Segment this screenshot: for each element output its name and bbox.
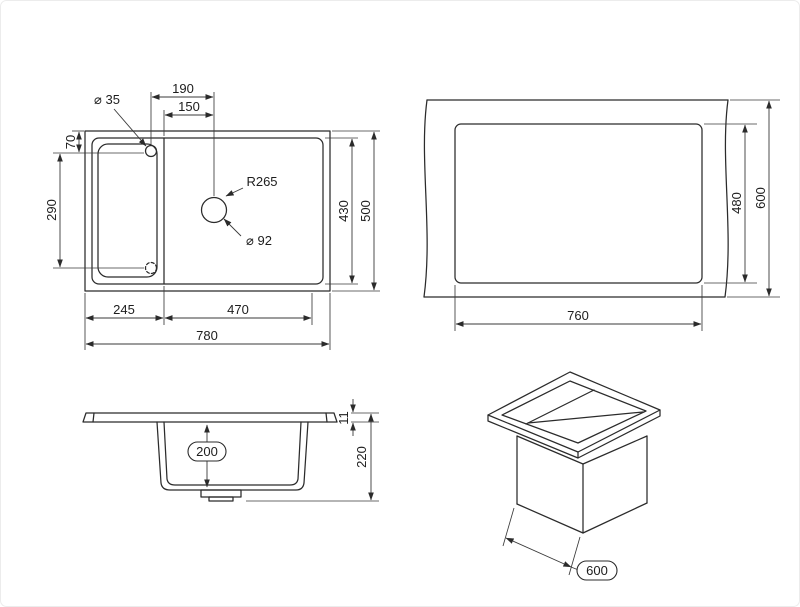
drainer-compartment	[97, 143, 158, 278]
label-backing	[339, 408, 351, 428]
plan-view: 190 150 ⌀ 35 R265 ⌀ 92 70 290 430 500 24	[44, 81, 380, 350]
rim-flange-profile	[82, 412, 338, 423]
dim-label-tap-diameter: ⌀ 35	[94, 92, 120, 107]
drain-outlet	[208, 496, 234, 502]
iso-bowl-interior-edge	[527, 411, 644, 424]
dim-label-470: 470	[227, 302, 249, 317]
rim-edge-tick	[325, 412, 328, 423]
dim-label-600-depth: 600	[753, 187, 768, 209]
dim-label-drain-diameter: ⌀ 92	[246, 233, 272, 248]
dim-label-600-width: 600	[586, 563, 608, 578]
iso-bowl-divider	[525, 389, 595, 425]
extension-line	[502, 507, 515, 547]
bowl-outer-wall	[156, 421, 309, 491]
dim-label-radius: R265	[246, 174, 277, 189]
sink-outer-edge	[84, 130, 331, 292]
dim-label-200: 200	[196, 444, 218, 459]
dim-label-430: 430	[336, 200, 351, 222]
drain-hole	[200, 196, 228, 224]
dim-label-70: 70	[63, 135, 78, 149]
dim-label-11: 11	[336, 411, 351, 425]
dimension-line-600-width	[505, 537, 572, 568]
dim-label-290: 290	[44, 199, 59, 221]
worktop-break-line-left	[423, 99, 428, 298]
dim-label-190: 190	[172, 81, 194, 96]
worktop-break-line-right	[724, 99, 729, 298]
side-view: 200 11 220	[82, 399, 379, 502]
bowl-inner-wall	[163, 421, 302, 486]
dim-label-150: 150	[178, 99, 200, 114]
dim-bubble-200	[187, 441, 227, 462]
dim-label-780: 780	[196, 328, 218, 343]
leader-line-drain	[223, 218, 242, 237]
cutout-rectangle	[454, 123, 703, 284]
leader-line-radius	[225, 187, 244, 197]
drain-fitting	[200, 489, 242, 498]
iso-rim-outer	[487, 371, 661, 453]
extension-line	[568, 536, 581, 576]
dim-label-500: 500	[358, 200, 373, 222]
dim-label-245: 245	[113, 302, 135, 317]
dim-label-220: 220	[354, 446, 369, 468]
tap-hole	[144, 144, 158, 158]
cutout-view: 480 600 760	[423, 99, 780, 331]
dim-label-760: 760	[567, 308, 589, 323]
label-backing	[357, 444, 370, 470]
iso-view: 600	[487, 371, 661, 581]
dim-bubble-600	[576, 560, 618, 581]
leader-line-tap-hole	[113, 108, 147, 147]
rim-edge-tick	[92, 412, 95, 423]
iso-bowl-box-bottom	[516, 502, 648, 534]
dim-label-480: 480	[729, 192, 744, 214]
sink-rim-inner-edge	[91, 137, 324, 285]
alternative-tap-hole-hidden	[144, 261, 158, 275]
iso-rim-inner	[501, 380, 647, 444]
